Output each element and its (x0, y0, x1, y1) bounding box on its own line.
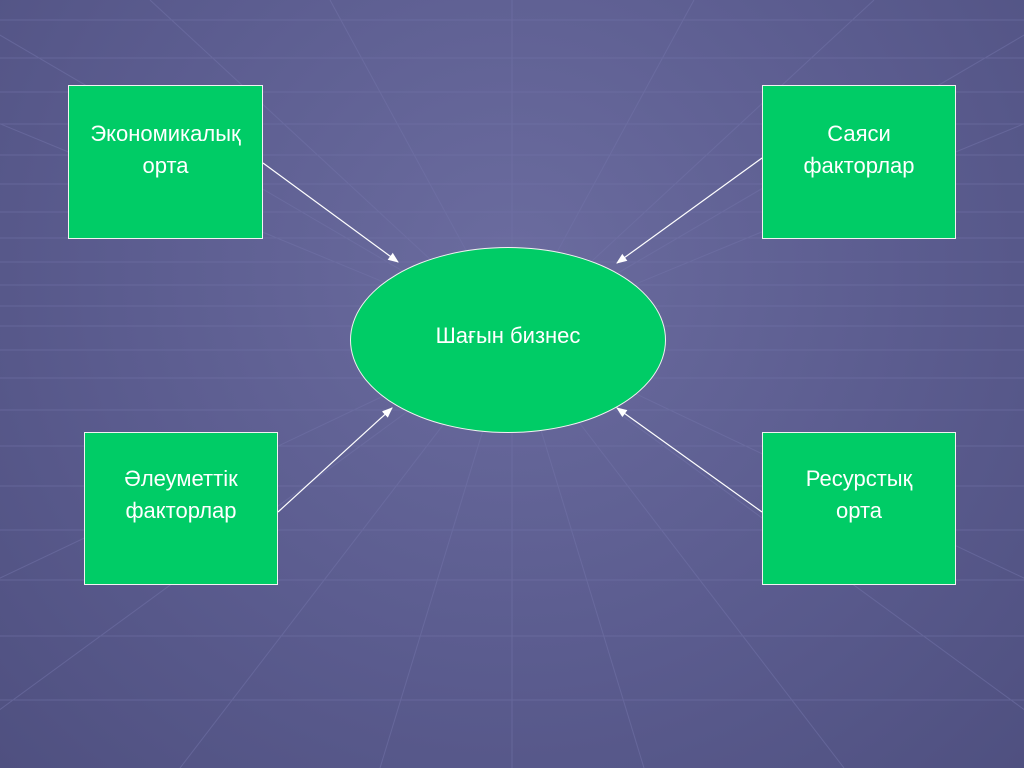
node-social-factors: Әлеуметтік факторлар (84, 432, 278, 585)
node-resource-environment: Ресурстық орта (762, 432, 956, 585)
node-resource-label: Ресурстық орта (805, 465, 913, 523)
node-political-factors: Саяси факторлар (762, 85, 956, 239)
node-economic-label: Экономикалық орта (90, 121, 241, 178)
center-node-label: Шағын бизнес (435, 323, 581, 348)
center-node-small-business: Шағын бизнес (350, 247, 666, 433)
node-economic-environment: Экономикалық орта (68, 85, 263, 239)
node-social-label: Әлеуметтік факторлар (124, 465, 238, 523)
node-political-label: Саяси факторлар (803, 121, 915, 178)
